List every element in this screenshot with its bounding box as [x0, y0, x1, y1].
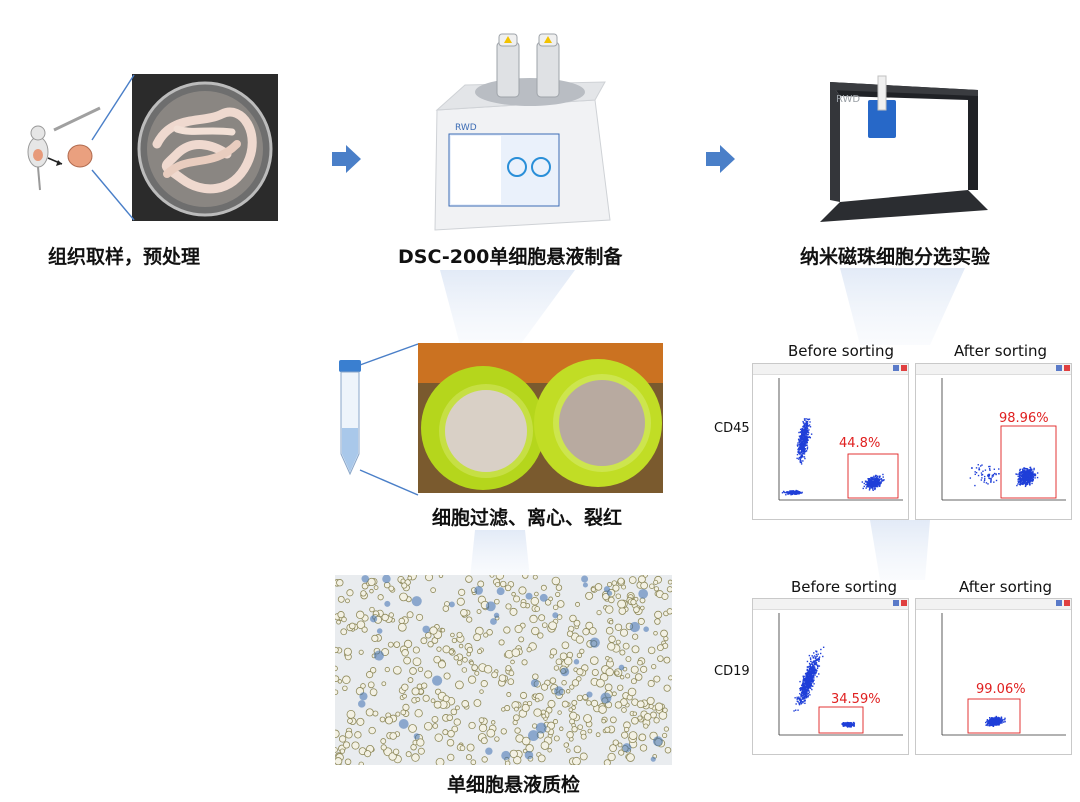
magnetic-separator-illustration: RWD	[820, 75, 988, 222]
gate-percent-cd19-after: 99.06%	[976, 682, 1026, 697]
step-caption-s2: DSC-200单细胞悬液制备	[398, 246, 623, 268]
flow-arrow-icon	[332, 145, 361, 173]
step-caption-s3: 纳米磁珠细胞分选实验	[800, 246, 991, 268]
header-before-sorting: Before sorting	[788, 342, 895, 360]
svg-text:RWD: RWD	[836, 94, 860, 105]
beam-s2-to-s4	[440, 270, 575, 345]
gate-percent-cd45-before: 44.8%	[839, 436, 881, 451]
header-after-sorting: After sorting	[959, 578, 1053, 596]
cell-strainer-photo	[418, 343, 663, 493]
dsc200-device-illustration: RWD	[434, 33, 611, 231]
cell-microscopy-photo	[335, 575, 672, 765]
plot-cd45-before: 44.8%	[752, 363, 909, 520]
flow-arrow-icon	[706, 145, 735, 173]
beam-s3-to-plots	[840, 268, 965, 345]
beam-s4-to-s5	[470, 530, 530, 578]
plot-cd19-after: 99.06%	[915, 598, 1072, 755]
marker-cd45: CD45	[714, 421, 750, 436]
zoom-lines-s4	[359, 343, 419, 496]
gate-percent-cd45-after: 98.96%	[999, 411, 1049, 426]
marker-cd19: CD19	[714, 664, 750, 679]
device-brand-logo: RWD	[455, 123, 477, 133]
plot-cd45-after: 98.96%	[915, 363, 1072, 520]
header-after-sorting: After sorting	[954, 342, 1048, 360]
beam-plots-mid	[870, 520, 930, 580]
step-caption-s4: 细胞过滤、离心、裂红	[432, 507, 623, 529]
step-caption-s5: 单细胞悬液质检	[447, 774, 581, 796]
mouse-dissection-illustration	[27, 106, 101, 191]
centrifuge-tube-icon	[339, 360, 361, 476]
petri-dish-photo	[132, 74, 278, 221]
step-caption-s1: 组织取样，预处理	[48, 246, 201, 268]
gate-percent-cd19-before: 34.59%	[831, 692, 881, 707]
header-before-sorting: Before sorting	[791, 578, 898, 596]
zoom-lines-s1	[91, 74, 135, 221]
plot-cd19-before: 34.59%	[752, 598, 909, 755]
